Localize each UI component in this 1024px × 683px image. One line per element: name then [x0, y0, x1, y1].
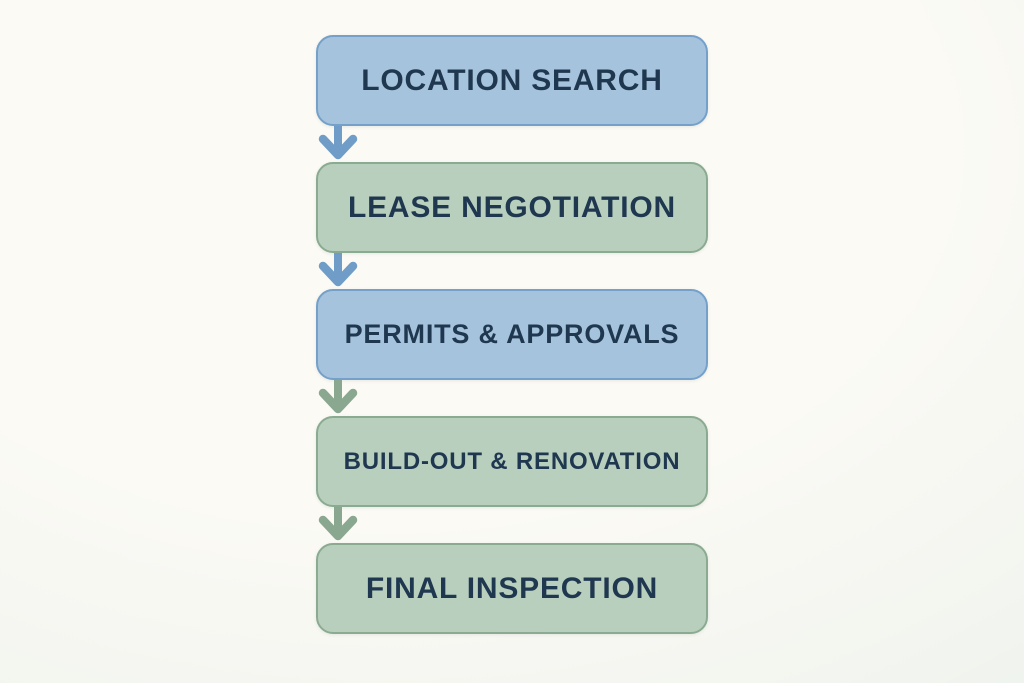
flowchart: LOCATION SEARCH LEASE NEGOTIATION PERMIT… [316, 35, 708, 634]
flowchart-node-label: FINAL INSPECTION [365, 571, 659, 605]
arrow-down-icon [316, 253, 360, 289]
flowchart-node-label: LEASE NEGOTIATION [347, 190, 677, 224]
flowchart-node-label: LOCATION SEARCH [361, 63, 663, 97]
arrow-down-icon [316, 507, 360, 543]
flowchart-node-final-inspection: FINAL INSPECTION [316, 543, 708, 634]
arrow-down-icon [316, 126, 360, 162]
flowchart-node-permits-approvals: PERMITS & APPROVALS [316, 289, 708, 380]
arrow-down-icon [316, 380, 360, 416]
flowchart-node-label: PERMITS & APPROVALS [344, 319, 680, 349]
flowchart-node-build-out-renovation: BUILD-OUT & RENOVATION [316, 416, 708, 507]
flowchart-node-location-search: LOCATION SEARCH [316, 35, 708, 126]
flowchart-node-lease-negotiation: LEASE NEGOTIATION [316, 162, 708, 253]
flowchart-node-label: BUILD-OUT & RENOVATION [343, 447, 681, 475]
